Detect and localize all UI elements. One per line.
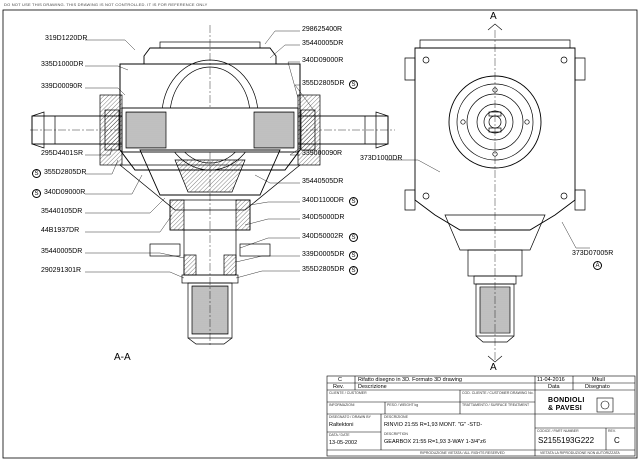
part-code: S2155193G222 <box>538 436 595 445</box>
company-name-line-1: BONDIOLI <box>548 397 585 404</box>
callout-left-7: 35440105DR <box>41 208 83 215</box>
callout-right-2: 35440005DR <box>302 40 344 47</box>
callout-left-5: 355D2805DR <box>44 169 87 176</box>
rev-date: 11-04-2016 <box>537 377 565 383</box>
callout-right-4: 355D2805DR <box>302 80 345 87</box>
circle-s-mark: S <box>349 251 358 260</box>
circle-a-mark: A <box>593 261 602 270</box>
rev-date-header: Data <box>548 384 560 390</box>
circle-s-mark: S <box>32 189 41 198</box>
callout-right-7: 340D1100DR <box>302 197 344 204</box>
circle-s-mark: S <box>349 80 358 89</box>
rev-description: Rifatto disegno in 3D. Formato 3D drawin… <box>358 377 462 383</box>
section-marker-bottom: A <box>490 362 497 373</box>
callout-right-9: 340D50002R <box>302 233 344 240</box>
code-label: CODICE / PART NUMBER <box>537 429 579 433</box>
customer-code-label: COD. CLIENTE / CUSTOMER DRAWING No. <box>462 391 534 395</box>
footer-left: RIPRODUZIONE VIETATA / ALL RIGHTS RESERV… <box>420 451 505 455</box>
circle-s-mark: S <box>349 233 358 242</box>
title-block-lines <box>326 375 636 457</box>
description-2: GEARBOX 21:55 R=1,93 3-WAY 1-3/4"z6 <box>384 439 486 445</box>
callout-right-1: 298625400R <box>302 26 343 33</box>
weight-label: PESO / WEIGHT kg <box>387 403 419 407</box>
side-view <box>386 23 590 363</box>
circle-s-mark: S <box>349 197 358 206</box>
circle-s-mark: S <box>349 266 358 275</box>
callout-left-1: 319D1220DR <box>45 35 88 42</box>
callout-left-8: 44B1937DR <box>41 227 80 234</box>
rev-value: C <box>338 377 342 383</box>
callout-right-10: 339D0005DR <box>302 251 345 258</box>
date-label: DATA / DATE <box>329 433 350 437</box>
callout-right-6: 35440505DR <box>302 178 344 185</box>
leaders-left <box>85 39 185 279</box>
rev-label: REV. <box>608 429 616 433</box>
callout-left-6: 340D09000R <box>44 189 86 196</box>
notes-label: INFORMAZIONI <box>329 403 355 407</box>
callout-right-5: 339000090R <box>302 150 343 157</box>
rev-description-header: Descrizione <box>358 384 387 390</box>
rev-header: Rev. <box>333 384 344 390</box>
callout-left-2: 335D1000DR <box>41 61 84 68</box>
company-name-line-2: & PAVESI <box>548 405 583 412</box>
rev-drawn-header: Disegnato <box>585 384 610 390</box>
rev-drawn: Mkull <box>592 377 605 383</box>
description-1: RINVIO 21:55 R=1,93 MONT. "G" -STD- <box>384 422 483 428</box>
callout-left-10: 290291301R <box>41 267 82 274</box>
callout-side-right: 373D07005R <box>572 250 614 257</box>
customer-label: CLIENTE / CUSTOMER <box>329 391 367 395</box>
callout-left-9: 35440005DR <box>41 248 83 255</box>
company-logo-mark <box>596 397 614 413</box>
callout-right-11: 355D2805DR <box>302 266 345 273</box>
callout-left-3: 339D00090R <box>41 83 83 90</box>
footer-right: VIETATA LA RIPRODUZIONE NON AUTORIZZATA <box>540 451 620 455</box>
rev: C <box>614 436 620 445</box>
section-marker-top: A <box>490 11 497 22</box>
callout-right-3: 340D09000R <box>302 57 344 64</box>
drawn-by: Raltektoni <box>329 422 354 428</box>
leaders-right <box>235 30 316 279</box>
drawn-by-label: DISEGNATO / DRAWN BY <box>329 415 371 419</box>
top-notice: DO NOT USE THIS DRAWING. THIS DRAWING IS… <box>4 2 208 7</box>
callout-right-8: 340D5000DR <box>302 214 345 221</box>
callout-side-left: 373D1000DR <box>360 155 403 162</box>
callout-left-4: 295D4401SR <box>41 150 84 157</box>
circle-s-mark: S <box>32 169 41 178</box>
description-label: DESCRIZIONE <box>384 415 408 419</box>
description-sub-label: DESCRIPTION <box>384 432 408 436</box>
treatment-label: TRATTAMENTO / SURFACE TREATMENT <box>462 403 530 407</box>
section-view <box>30 25 395 345</box>
date: 13-05-2002 <box>329 440 358 446</box>
section-label: A-A <box>114 352 131 363</box>
sheet-frame <box>2 9 638 459</box>
